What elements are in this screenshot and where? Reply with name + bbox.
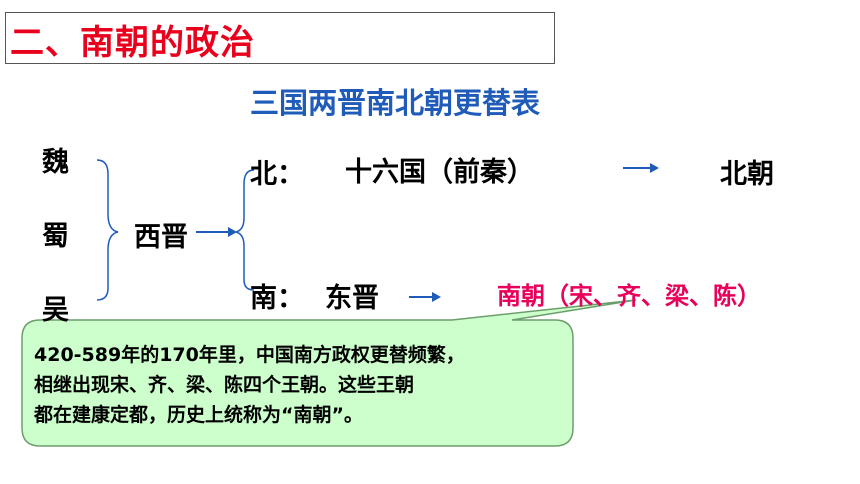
jin-arrow-head [228, 227, 237, 237]
western-jin-label: 西晋 [134, 222, 188, 253]
callout-text: 420-589年的170年里，中国南方政权更替频繁， 相继出现宋、齐、梁、陈四个… [34, 340, 564, 430]
kingdom-wei: 魏 [42, 147, 69, 178]
callout-bubble [21, 299, 637, 447]
section-title-box: 二、南朝的政治 [5, 12, 555, 64]
kingdom-shu: 蜀 [42, 221, 69, 252]
three-kingdoms-brace [96, 159, 119, 301]
north-label: 北： [250, 159, 304, 190]
section-title: 二、南朝的政治 [10, 23, 255, 63]
north-result: 北朝 [720, 159, 774, 190]
south-result: 南朝（宋、齐、梁、陈） [497, 282, 761, 310]
diagram-subtitle: 三国两晋南北朝更替表 [250, 86, 541, 120]
callout-line-3: 都在建康定都，历史上统称为“南朝”。 [34, 404, 363, 426]
callout-line-1: 420-589年的170年里，中国南方政权更替频繁， [34, 344, 465, 366]
south-arrow-head [432, 292, 441, 302]
callout-line-2: 相继出现宋、齐、梁、陈四个王朝。这些王朝 [34, 374, 415, 396]
south-period: 东晋 [325, 283, 379, 314]
north-period: 十六国（前秦） [345, 157, 534, 188]
kingdom-wu: 吴 [42, 295, 69, 326]
north-south-brace [235, 169, 255, 291]
north-arrow-head [650, 163, 659, 173]
south-label: 南： [250, 283, 304, 314]
